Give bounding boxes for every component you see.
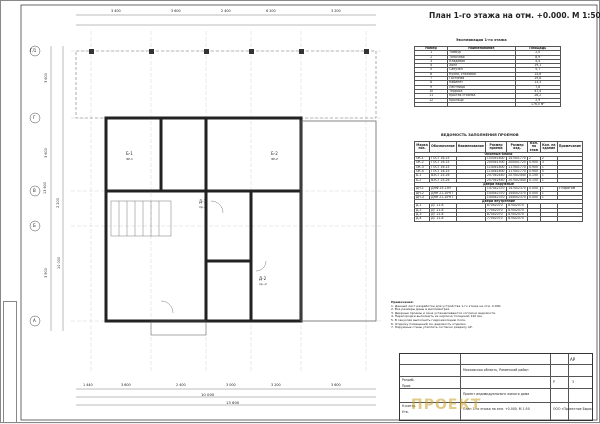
table-cell: 870х2070 xyxy=(506,216,529,222)
room-note: ЭР-2 xyxy=(271,157,278,161)
room-label: Б-1 xyxy=(126,151,133,156)
total-dimension: 13 600 xyxy=(226,400,240,405)
dimension-label: 2 400 xyxy=(176,383,186,387)
table-cell: с порогом xyxy=(556,186,584,192)
room-note: пр.-1 xyxy=(199,205,207,209)
stamp-org: Московская область, Раменский район xyxy=(463,368,529,372)
table-row: 176,0 м² xyxy=(413,101,562,108)
table-cell: ДГ 21-8 xyxy=(429,216,457,222)
axis-letter: Г/1 xyxy=(30,48,37,53)
dimension-label: 2 200 xyxy=(55,198,60,208)
room-label: Д-1 xyxy=(199,199,207,204)
room-note: пр.-2 xyxy=(259,282,267,286)
axis-letter: А xyxy=(33,318,36,323)
note-item: 2. Все размеры даны в миллиметрах. xyxy=(391,307,451,312)
dimension-label: 10 000 xyxy=(56,257,61,269)
dimension-label: 3 000 xyxy=(226,383,236,387)
dimension-label: 3 600 xyxy=(43,148,48,158)
stamp-address: Проект индивидуального жилого дома xyxy=(463,392,530,396)
table-cell: 176,0 м² xyxy=(514,101,562,108)
dimension-label: 3 200 xyxy=(271,383,281,387)
note-item: 5. В санузлах выполнить гидроизоляцию по… xyxy=(391,317,466,322)
terrace-outline xyxy=(75,50,377,119)
table-cell xyxy=(527,216,541,222)
dimension-label: 13 600 xyxy=(42,182,47,194)
table-cell: ДНН 21-10ЧП xyxy=(429,194,457,201)
stamp-sheet-number: 3 xyxy=(572,380,575,384)
dimension-label: 3 600 xyxy=(331,383,341,387)
table-cell xyxy=(556,216,584,222)
porch-outline xyxy=(150,320,207,336)
project-code: АР xyxy=(570,357,576,362)
table-cell: 2070х2440 xyxy=(506,177,529,184)
watermark-logo: ПРОЕКТ xyxy=(411,397,482,413)
note-item: 6. Отделку помещений см. ведомость отдел… xyxy=(391,321,467,326)
table-cell: 0.000 xyxy=(527,194,541,201)
table-cell: 12 xyxy=(413,97,449,103)
table-header: Марка поз. xyxy=(413,141,431,153)
room-label: Б-2 xyxy=(271,151,278,156)
table-cell: ОК-4 xyxy=(413,169,431,175)
table-cell: 770х2070 xyxy=(484,216,508,222)
table-header: Кол. на здание xyxy=(539,141,558,153)
table-cell: 0.150 xyxy=(527,177,541,184)
dimension-label: 3 600 xyxy=(43,73,48,83)
room-note: ЭР-1 xyxy=(126,157,133,161)
dimension-label: 3 900 xyxy=(43,268,48,278)
table-cell xyxy=(447,101,516,108)
dimension-label: 1 440 xyxy=(83,383,93,387)
axis-letter: В xyxy=(33,188,36,193)
dimension-label: 3 400 xyxy=(111,9,121,13)
note-item: 3. Дверные проемы и окна устанавливаются… xyxy=(391,310,497,315)
dimension-label: 3 600 xyxy=(121,383,131,387)
rooms-caption: Экспликация 1-го этажа xyxy=(456,38,507,42)
dimension-label: 3 200 xyxy=(331,9,341,13)
table-header: Размер изд. xyxy=(506,141,529,153)
dimension-label: 2 400 xyxy=(221,9,231,13)
table-cell: Д-4 xyxy=(413,216,431,222)
table-header: Кол. на этаж xyxy=(527,141,541,153)
openings-caption: ВЕДОМОСТЬ ЗАПОЛНЕНИЯ ПРОЕМОВ xyxy=(441,133,519,137)
axis-letter: Г xyxy=(33,115,36,120)
table-cell: ДН-3 xyxy=(413,194,431,201)
stamp-role: Н.контр. xyxy=(402,404,417,408)
table-cell xyxy=(455,216,486,222)
table-cell: 1440х2370 xyxy=(506,194,529,201)
stamp-sheet-title: План 1-го этажа на отм. +0.000. М 1:50 xyxy=(463,407,530,411)
carport-outline xyxy=(300,120,377,322)
note-item: 4. Перегородки выполнить из кирпича толщ… xyxy=(391,314,483,319)
dimension-label: 3 600 xyxy=(171,9,181,13)
dimension-label: 6 200 xyxy=(266,9,276,13)
sheet-frame xyxy=(20,4,598,421)
table-header: Наименование xyxy=(455,141,486,153)
table-cell xyxy=(413,101,449,108)
table-header: Примечание xyxy=(556,141,584,153)
notes-list: Примечания:1. Данный лист разработан для… xyxy=(391,300,556,330)
total-dimension: 10 000 xyxy=(201,392,215,397)
stamp-role: Пров. xyxy=(402,384,412,388)
note-item: 1. Данный лист разработан для устройства… xyxy=(391,303,502,308)
title-block: АР Московская область, Раменский район П… xyxy=(399,353,593,421)
room-label: Д-2 xyxy=(259,276,267,281)
table-header: Размер проема xyxy=(484,141,508,153)
notes-title: Примечания: xyxy=(391,300,414,304)
sheet-title: План 1-го этажа на отм. +0.000. М 1:50 xyxy=(429,11,600,20)
stamp-company: ООО «Проектное Бюро» xyxy=(553,407,594,411)
table-cell xyxy=(539,216,558,222)
stamp-role: Утв. xyxy=(402,410,409,414)
stamp-role: Разраб. xyxy=(402,378,415,382)
note-item: 7. Наружные стены утеплить согласно разд… xyxy=(391,325,473,330)
axis-letter: Б xyxy=(33,223,36,228)
stamp-stage: Р xyxy=(553,380,555,384)
table-header: Обозначение xyxy=(429,141,457,153)
